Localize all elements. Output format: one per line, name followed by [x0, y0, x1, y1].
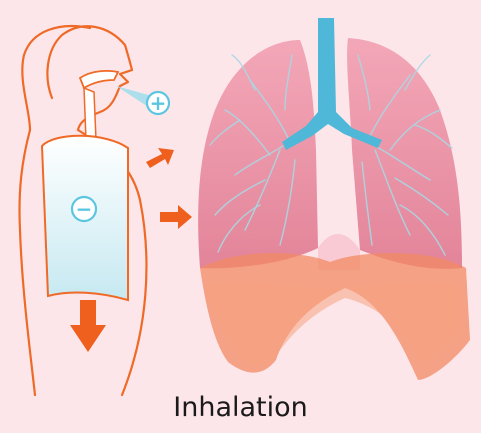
trachea — [84, 88, 96, 140]
diaphragm-front — [205, 282, 462, 366]
negative-pressure-symbol: − — [72, 197, 96, 221]
body-figure: + − — [19, 26, 169, 395]
plus-sign: + — [150, 91, 167, 115]
diagram-caption: Inhalation — [0, 392, 481, 423]
nasal-cavity — [80, 71, 118, 88]
right-lung — [347, 38, 462, 269]
minus-sign: − — [76, 197, 93, 221]
down-arrow-icon — [70, 300, 106, 352]
positive-pressure-symbol: + — [147, 91, 169, 115]
right-arrow-icon-lower — [160, 205, 192, 229]
lungs — [198, 18, 462, 270]
left-lung — [198, 40, 318, 268]
diaphragm — [200, 253, 470, 380]
right-arrow-icon-upper — [146, 148, 174, 168]
